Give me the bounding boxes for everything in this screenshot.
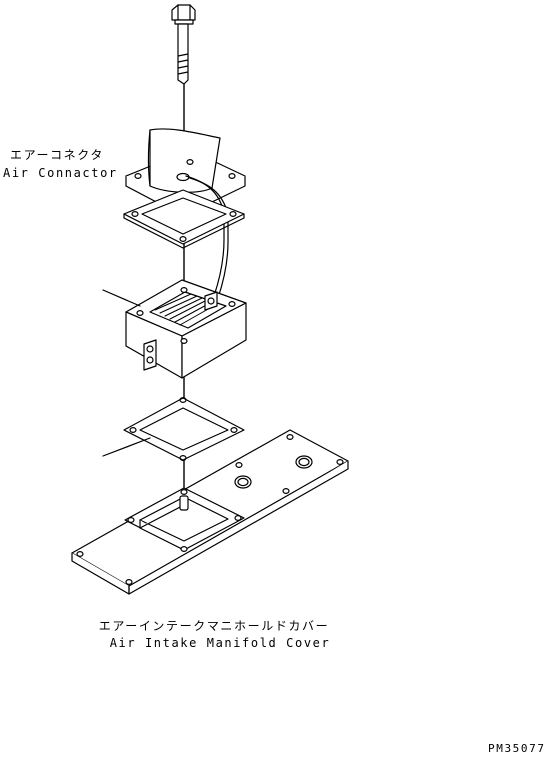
figure-code: PM35077: [488, 742, 546, 755]
upper-gasket-icon: [123, 189, 245, 249]
air-connector-label-en: Air Connactor: [3, 166, 118, 180]
air-connector-label-jp: エアーコネクタ: [10, 148, 105, 162]
heater-leader-line: [102, 289, 141, 307]
bolt-icon: [171, 4, 196, 85]
gasket-leader-line: [102, 437, 151, 457]
air-connector-icon: [125, 128, 246, 299]
intake-heater-icon: [125, 279, 247, 379]
manifold-cover-icon: [71, 429, 349, 595]
manifold-cover-label-jp: エアーインテークマニホールドカバー: [98, 619, 330, 633]
manifold-cover-label-en: Air Intake Manifold Cover: [109, 636, 331, 650]
lower-gasket-icon: [123, 397, 245, 462]
